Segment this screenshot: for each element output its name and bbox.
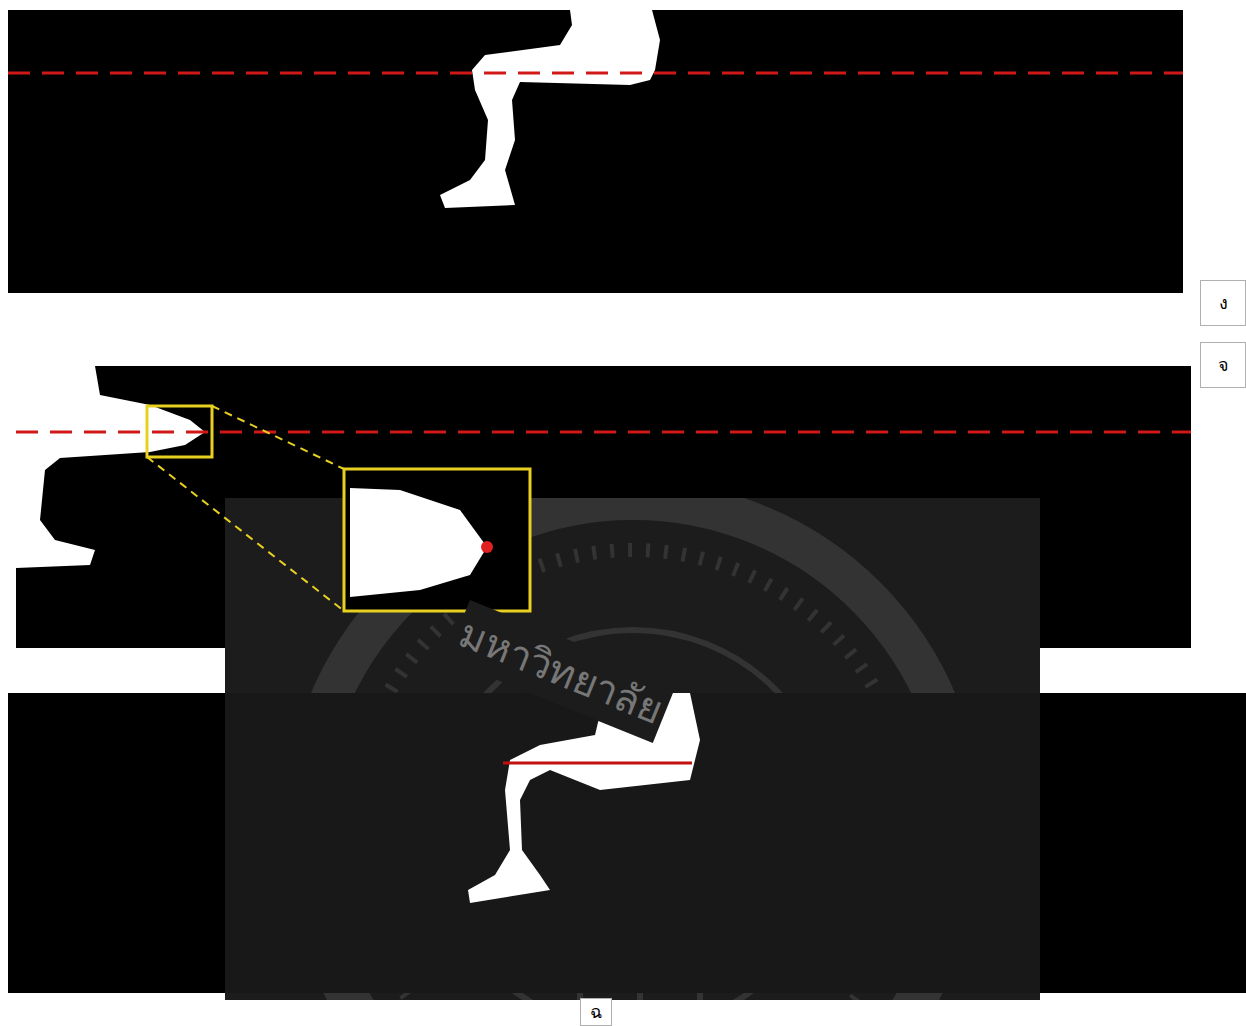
image-panel	[8, 693, 1246, 993]
knee-tip-zoom	[350, 488, 487, 597]
scan-line	[16, 431, 1191, 434]
knee-point	[481, 541, 493, 553]
leg-silhouette	[440, 10, 660, 208]
panel-letter-box: ฉ	[580, 998, 612, 1026]
panel-letter: จ	[1218, 354, 1229, 376]
zoom-box	[344, 469, 530, 611]
zoom-leader	[147, 457, 344, 611]
panel-letter: ฉ	[590, 1001, 602, 1023]
watermark-ground	[225, 693, 1040, 993]
zoom-leader	[212, 406, 344, 469]
scan-line	[8, 72, 1183, 75]
panel-letter-box: ง	[1200, 280, 1246, 326]
zoom-source-box	[147, 406, 212, 457]
panel-letter: ง	[1219, 292, 1228, 314]
image-panel	[8, 10, 1183, 293]
leg-silhouette	[468, 693, 700, 903]
knee-silhouette	[16, 366, 205, 568]
panel-letter-box: จ	[1200, 342, 1246, 388]
thigh-line	[503, 762, 692, 765]
